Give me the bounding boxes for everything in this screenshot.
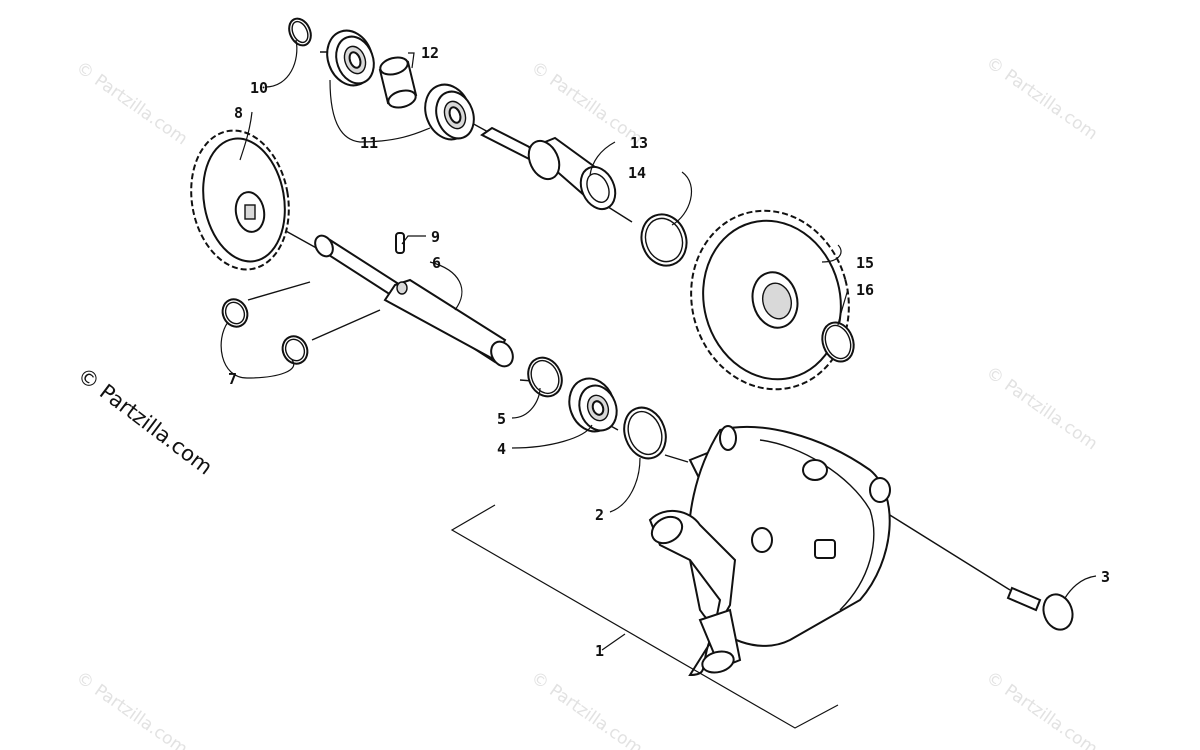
gear-15: [690, 209, 850, 391]
callout-15: 15: [856, 254, 874, 272]
pin-9: [395, 232, 405, 254]
watermark-main: © Partzilla.com: [73, 363, 217, 480]
callout-14: 14: [628, 164, 646, 182]
circlip-16: [821, 321, 855, 363]
callout-3: 3: [1101, 568, 1110, 586]
callout-labels: 1 2 3 4 5 6 7 8 9 10 11 12 13 14 15 16: [228, 44, 1110, 660]
assembly-bracket: [450, 504, 839, 729]
o-ring-2: [623, 406, 667, 460]
callout-6: 6: [432, 254, 441, 272]
callout-1: 1: [595, 642, 604, 660]
circlip-14: [640, 213, 688, 267]
screw-3: [1006, 586, 1074, 631]
shaft-13: [480, 126, 617, 211]
watermark-text: © Partzilla.com: [527, 58, 646, 150]
collar-12: [378, 56, 418, 109]
watermark-text: © Partzilla.com: [72, 58, 191, 150]
callout-9: 9: [431, 228, 440, 246]
circlip-5: [527, 356, 563, 398]
callout-7: 7: [228, 370, 237, 388]
shaft-6: [314, 234, 514, 368]
watermark-text: © Partzilla.com: [982, 668, 1101, 750]
callout-2: 2: [595, 506, 604, 524]
callout-13: 13: [630, 134, 648, 152]
callout-16: 16: [856, 281, 874, 299]
callout-12: 12: [421, 44, 439, 62]
snap-rings-7: [221, 298, 309, 365]
leader-lines: [220, 39, 1097, 651]
callout-4: 4: [497, 440, 506, 458]
snap-ring-10: [288, 17, 312, 47]
gear-8: [190, 129, 290, 271]
watermark-text: © Partzilla.com: [72, 668, 191, 750]
callout-11: 11: [360, 134, 378, 152]
watermark-text: © Partzilla.com: [527, 668, 646, 750]
callout-5: 5: [497, 410, 506, 428]
callout-10: 10: [250, 79, 268, 97]
callout-8: 8: [234, 104, 243, 122]
bearing-11-upper: [326, 29, 375, 87]
watermark-text: © Partzilla.com: [982, 363, 1101, 455]
bearing-11-lower: [424, 83, 475, 141]
watermark-text: © Partzilla.com: [982, 53, 1101, 145]
bearing-4: [568, 377, 618, 433]
pump-housing-1: [648, 425, 891, 677]
